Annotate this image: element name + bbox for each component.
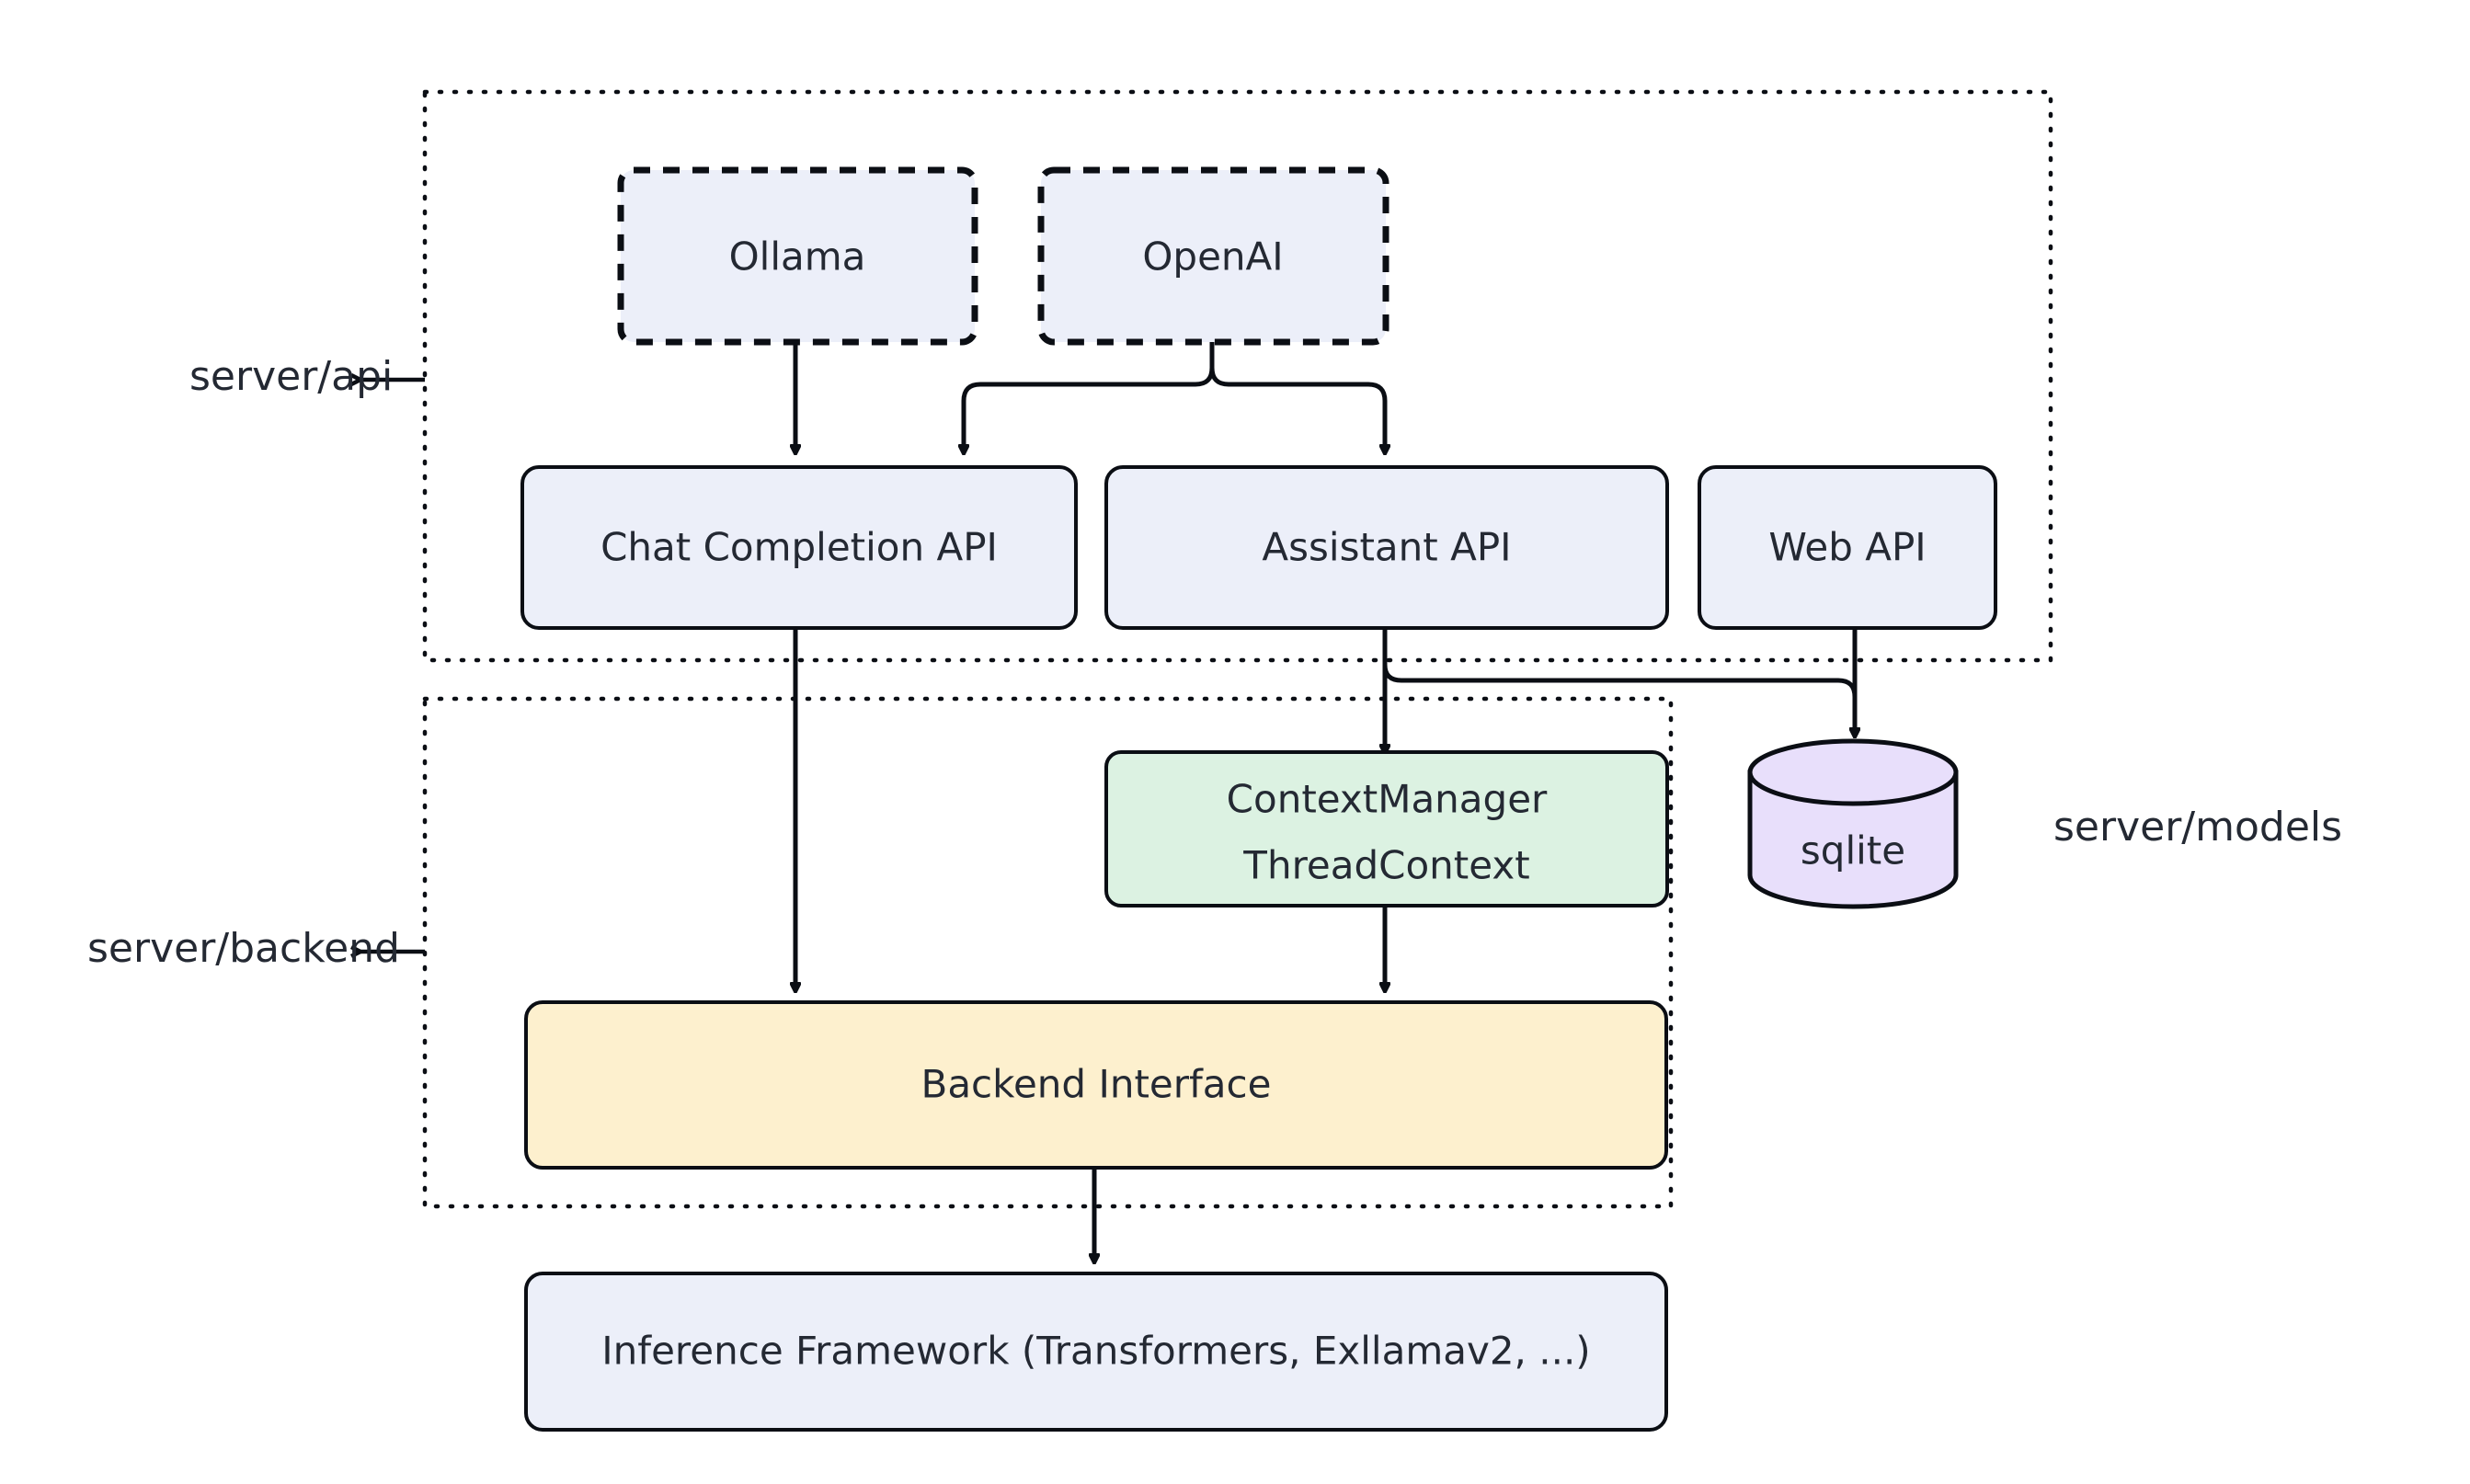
node-inference-framework[interactable]: Inference Framework (Transformers, Exlla…	[524, 1272, 1668, 1432]
group-container-server-api	[422, 89, 2053, 663]
node-openai[interactable]: OpenAI	[1037, 166, 1389, 346]
node-inference-framework-shape[interactable]	[524, 1272, 1668, 1432]
node-chat-completion-api-label: Chat Completion API	[600, 525, 998, 570]
node-context-manager-shape[interactable]	[1104, 750, 1669, 908]
node-web-api[interactable]: Web API	[1698, 465, 1997, 630]
node-inference-framework-label: Inference Framework (Transformers, Exlla…	[601, 1329, 1590, 1374]
node-context-manager[interactable]: ContextManager ThreadContext	[1104, 750, 1669, 908]
node-openai-label: OpenAI	[1142, 234, 1283, 280]
edge-openai-to-assistant-api	[1209, 342, 1385, 452]
node-chat-completion-api-shape[interactable]	[520, 465, 1078, 630]
group-label-server-models: server/models	[2053, 804, 2342, 850]
group-label-server-api: server/api	[189, 353, 393, 400]
edge-assistant-api-to-sqlite	[1382, 628, 1855, 736]
node-web-api-label: Web API	[1768, 525, 1926, 570]
node-ollama-shape[interactable]	[617, 166, 978, 346]
node-backend-interface[interactable]: Backend Interface	[524, 1000, 1668, 1170]
node-assistant-api[interactable]: Assistant API	[1104, 465, 1669, 630]
node-assistant-api-shape[interactable]	[1104, 465, 1669, 630]
node-sqlite-body[interactable]	[1747, 770, 1959, 909]
node-context-manager-label-line2: ThreadContext	[1242, 843, 1529, 888]
node-context-manager-label-line1: ContextManager	[1227, 777, 1548, 822]
node-ollama-label: Ollama	[729, 234, 866, 280]
node-chat-completion-api[interactable]: Chat Completion API	[520, 465, 1078, 630]
node-backend-interface-shape[interactable]	[524, 1000, 1668, 1170]
group-label-server-backend: server/backend	[87, 925, 400, 972]
edge-openai-to-chat-completion-api	[964, 342, 1215, 452]
node-sqlite-top[interactable]	[1747, 738, 1959, 806]
node-backend-interface-label: Backend Interface	[921, 1062, 1272, 1107]
node-sqlite-label: sqlite	[1801, 828, 1905, 873]
node-sqlite[interactable]: sqlite	[1747, 738, 1959, 909]
node-ollama[interactable]: Ollama	[617, 166, 978, 346]
node-assistant-api-label: Assistant API	[1262, 525, 1511, 570]
node-web-api-shape[interactable]	[1698, 465, 1997, 630]
node-openai-shape[interactable]	[1037, 166, 1389, 346]
